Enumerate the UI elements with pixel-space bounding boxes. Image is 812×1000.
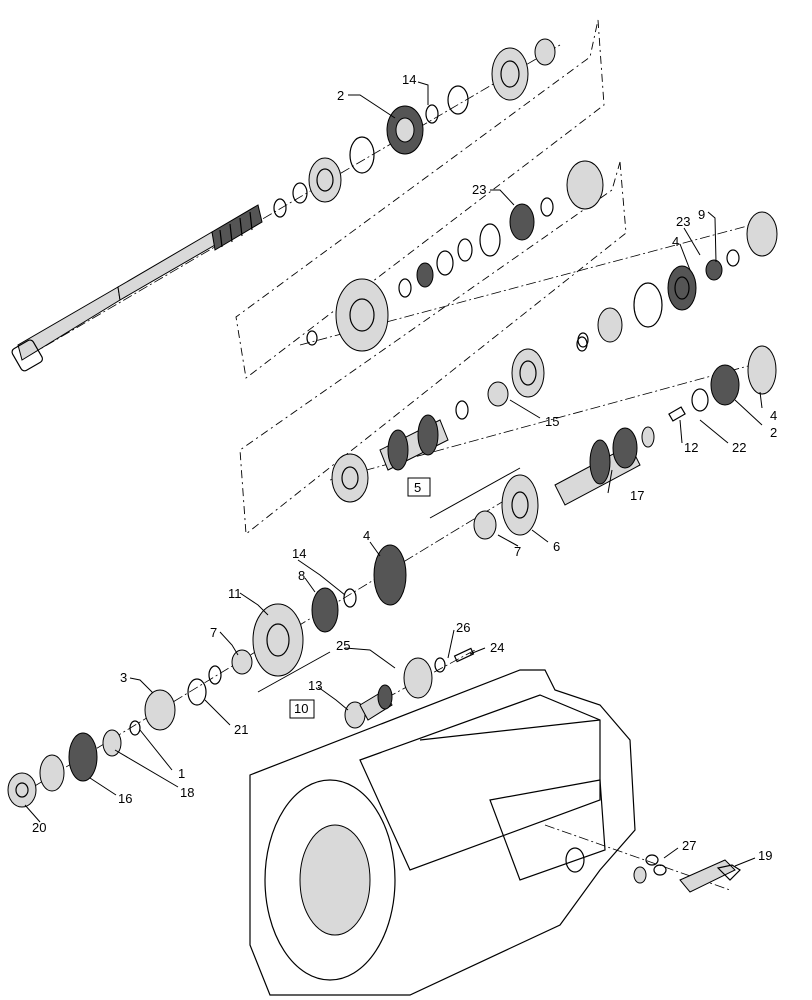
callout-3: 3 — [120, 670, 127, 685]
callout-18: 18 — [180, 785, 194, 800]
callout-13: 13 — [308, 678, 322, 693]
callout-16: 16 — [118, 791, 132, 806]
callout-6: 6 — [553, 539, 560, 554]
middle-row-parts — [306, 160, 604, 352]
callout-14-upper: 14 — [402, 72, 416, 87]
group-5-parts — [473, 474, 539, 540]
leader-lines — [24, 81, 763, 867]
callout-2-right: 2 — [770, 425, 777, 440]
output-shaft — [554, 345, 777, 506]
callout-22: 22 — [732, 440, 746, 455]
input-shaft — [11, 204, 263, 372]
callout-19: 19 — [758, 848, 772, 863]
callout-4-lower: 4 — [363, 528, 370, 543]
callout-7-lower: 7 — [210, 625, 217, 640]
callout-14-lower: 14 — [292, 546, 306, 561]
callout-1: 1 — [178, 766, 185, 781]
group-10-box — [289, 699, 315, 719]
callout-26: 26 — [456, 620, 470, 635]
callout-25: 25 — [336, 638, 350, 653]
callout-20: 20 — [32, 820, 46, 835]
callout-9: 9 — [698, 207, 705, 222]
callout-17: 17 — [630, 488, 644, 503]
right-upper-parts — [577, 211, 778, 348]
lower-row-parts — [7, 544, 407, 808]
lever-and-hardware — [633, 854, 741, 893]
callout-8: 8 — [298, 568, 305, 583]
callout-10: 10 — [294, 701, 308, 716]
callout-15: 15 — [545, 414, 559, 429]
callout-4-right: 4 — [770, 408, 777, 423]
callout-4-upper: 4 — [672, 234, 679, 249]
group-10-bracket — [257, 651, 331, 693]
callout-5: 5 — [414, 480, 421, 495]
idler-parts — [344, 647, 475, 729]
group-5-box — [407, 477, 431, 497]
callout-11: 11 — [228, 586, 242, 601]
callout-21: 21 — [234, 722, 248, 737]
callout-27: 27 — [682, 838, 696, 853]
callout-24: 24 — [490, 640, 504, 655]
countershaft-row-parts — [331, 336, 588, 503]
callout-23-middle: 23 — [472, 182, 486, 197]
callout-7-middle: 7 — [514, 544, 521, 559]
callout-2-upper: 2 — [337, 88, 344, 103]
callout-23-right: 23 — [676, 214, 690, 229]
transmission-housing — [249, 669, 636, 996]
middle-group-outline — [239, 161, 627, 535]
group-5-bracket — [429, 467, 521, 519]
callout-12: 12 — [684, 440, 698, 455]
upper-row-parts — [273, 38, 556, 218]
